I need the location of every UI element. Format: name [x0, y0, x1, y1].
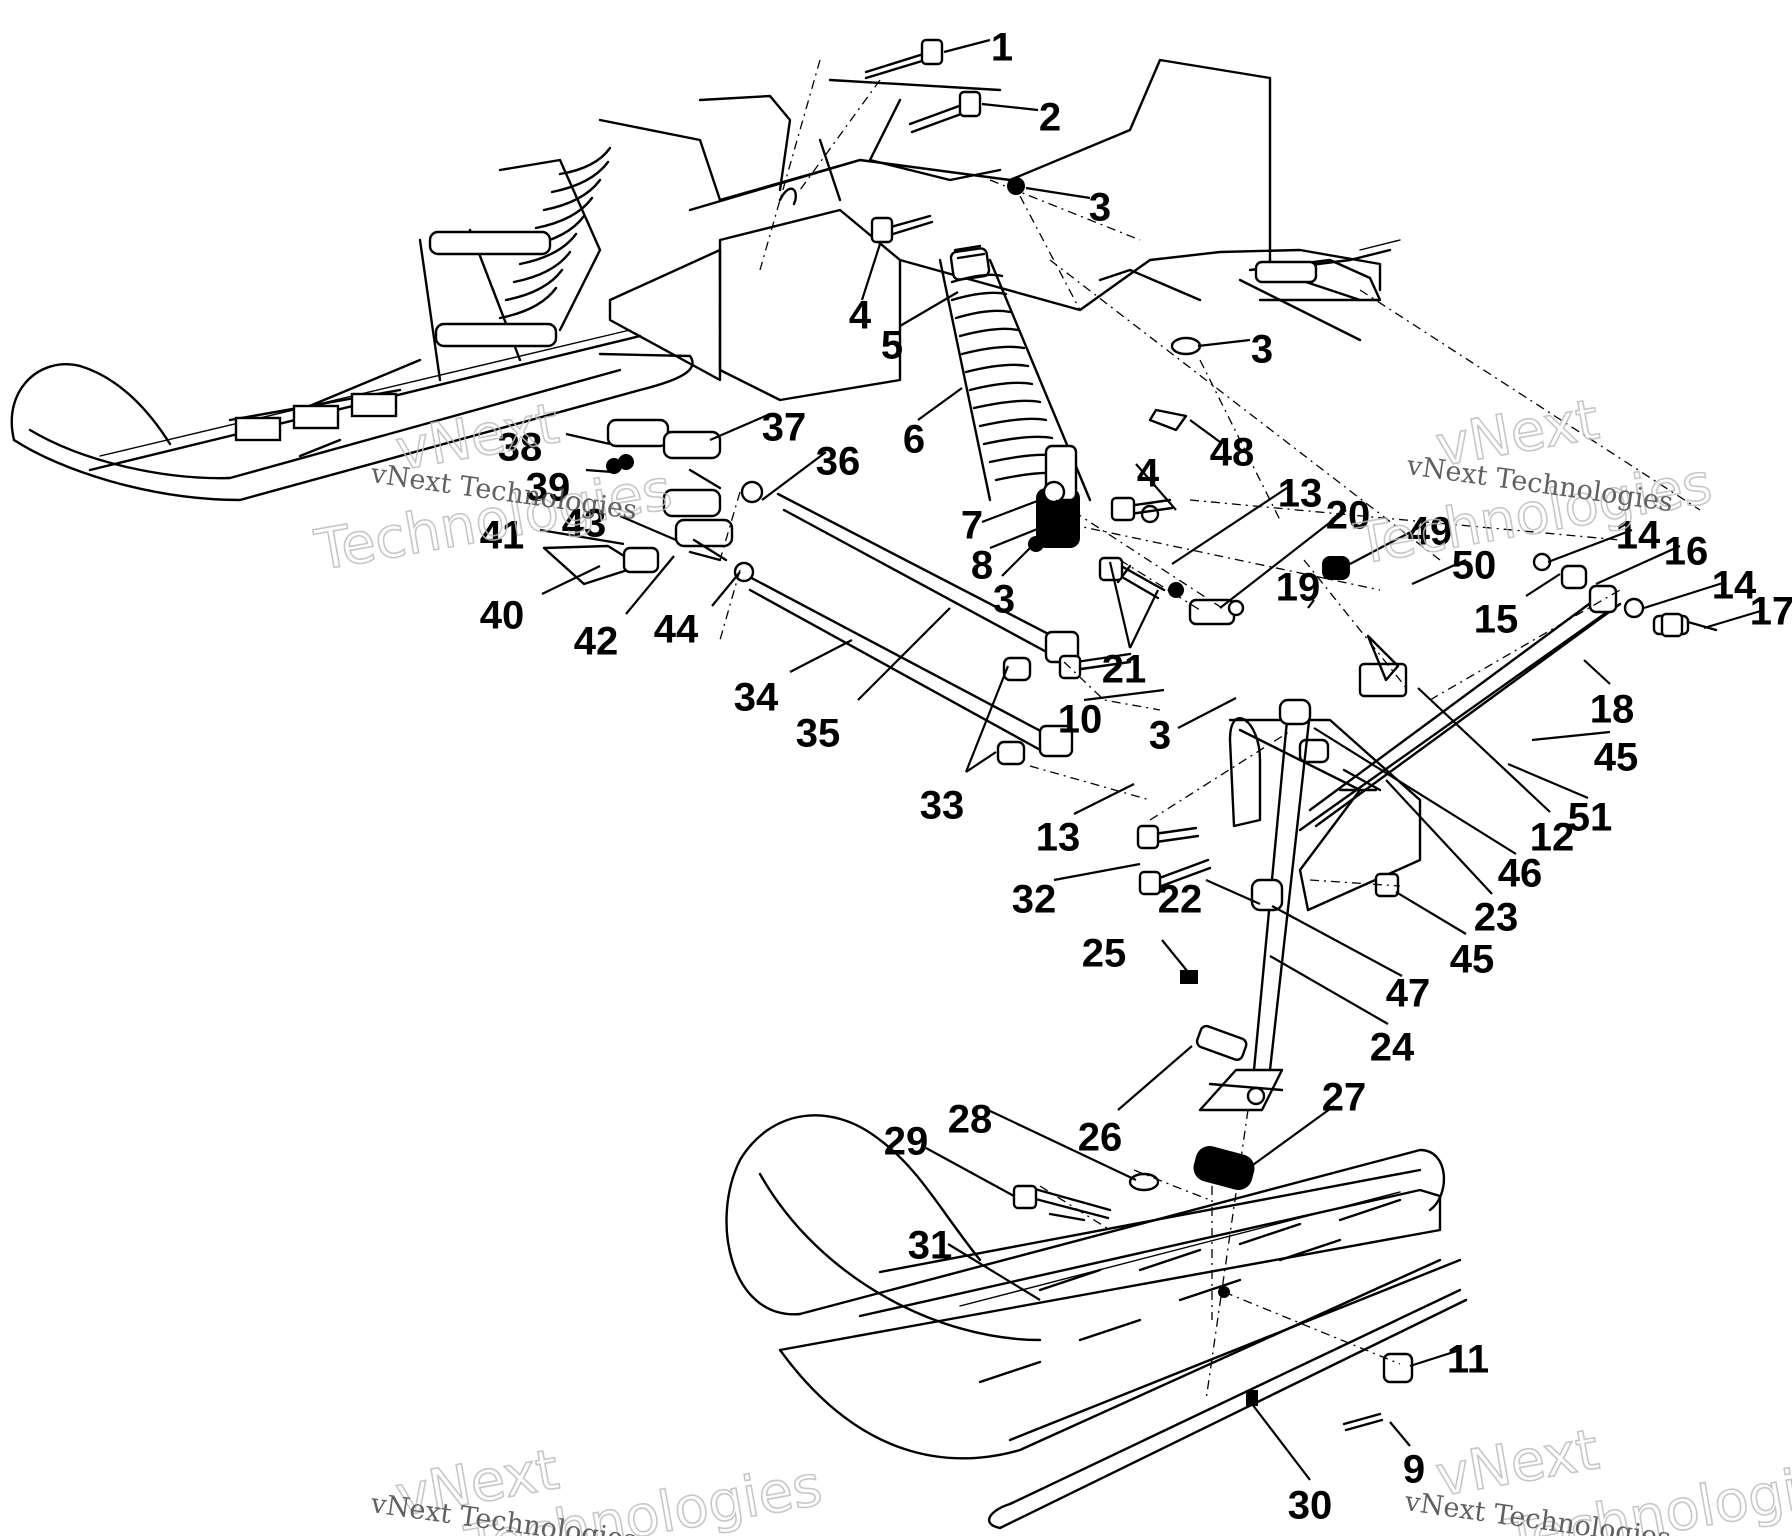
- callout-20: 20: [1326, 494, 1371, 538]
- left-ski-assembly: [10, 146, 694, 502]
- callout-4: 4: [849, 294, 872, 338]
- callout-50: 50: [1452, 544, 1497, 588]
- callout-44: 44: [654, 608, 699, 652]
- callout-16: 16: [1664, 530, 1709, 574]
- callout-32: 32: [1012, 878, 1057, 922]
- callout-15: 15: [1474, 598, 1519, 642]
- callout-24: 24: [1370, 1026, 1415, 1070]
- callout-45: 45: [1450, 938, 1495, 982]
- callout-40: 40: [480, 594, 525, 638]
- callout-8: 8: [971, 544, 993, 588]
- callout-45: 45: [1594, 736, 1639, 780]
- callout-13: 13: [1036, 816, 1081, 860]
- callout-27: 27: [1322, 1076, 1367, 1120]
- callout-47: 47: [1386, 972, 1431, 1016]
- callout-18: 18: [1590, 688, 1635, 732]
- assembly-guide-lines: [719, 59, 1701, 1401]
- callout-11: 11: [1447, 1338, 1489, 1382]
- callout-10: 10: [1058, 698, 1103, 742]
- watermarks: vNext Technologies vNext Technologies vN…: [309, 387, 1792, 1536]
- radius-rods: [542, 418, 1080, 766]
- callout-23: 23: [1474, 896, 1519, 940]
- callout-19: 19: [1276, 566, 1321, 610]
- callout-17: 17: [1750, 590, 1792, 634]
- left-spring: [498, 146, 612, 320]
- bolt-2: [908, 90, 982, 134]
- front-shock-absorber: [938, 244, 1092, 548]
- chassis-bulkhead: [598, 58, 1401, 402]
- callout-36: 36: [816, 440, 861, 484]
- callout-13: 13: [1278, 472, 1323, 516]
- callout-26: 26: [1078, 1116, 1123, 1160]
- callout-14: 14: [1616, 514, 1661, 558]
- callout-3: 3: [1149, 714, 1171, 758]
- callout-51: 51: [1568, 796, 1613, 840]
- callout-41: 41: [480, 514, 525, 558]
- coil-spring: [950, 273, 1066, 482]
- callout-42: 42: [574, 620, 619, 664]
- callout-39: 39: [526, 466, 571, 510]
- callout-31: 31: [908, 1224, 953, 1268]
- callout-3: 3: [1089, 186, 1111, 230]
- steering-linkage: [1028, 480, 1718, 1191]
- callout-1: 1: [991, 26, 1013, 70]
- callout-29: 29: [884, 1120, 929, 1164]
- callout-49: 49: [1408, 510, 1453, 554]
- callout-6: 6: [903, 418, 925, 462]
- callout-3: 3: [1251, 328, 1273, 372]
- callout-14: 14: [1712, 564, 1757, 608]
- hardware-parts: [778, 38, 1684, 1432]
- callout-7: 7: [961, 504, 983, 548]
- callout-37: 37: [762, 406, 807, 450]
- callout-25: 25: [1082, 932, 1127, 976]
- callout-43: 43: [562, 502, 607, 546]
- callout-46: 46: [1498, 852, 1543, 896]
- callout-48: 48: [1210, 431, 1255, 475]
- callout-22: 22: [1158, 878, 1203, 922]
- callout-28: 28: [948, 1098, 993, 1142]
- callout-4: 4: [1137, 452, 1160, 496]
- bolt-1: [864, 38, 944, 80]
- leader-lines: [539, 38, 1765, 1481]
- callout-3: 3: [993, 578, 1015, 622]
- callout-35: 35: [796, 712, 841, 756]
- callout-9: 9: [1403, 1448, 1425, 1492]
- callout-2: 2: [1039, 96, 1061, 140]
- callout-5: 5: [881, 324, 903, 368]
- callout-33: 33: [920, 784, 965, 828]
- callout-30: 30: [1288, 1484, 1333, 1528]
- callout-21: 21: [1102, 648, 1147, 692]
- callout-38: 38: [498, 426, 543, 470]
- front-ski: [725, 1114, 1468, 1530]
- callout-34: 34: [734, 676, 779, 720]
- callout-12: 12: [1530, 816, 1575, 860]
